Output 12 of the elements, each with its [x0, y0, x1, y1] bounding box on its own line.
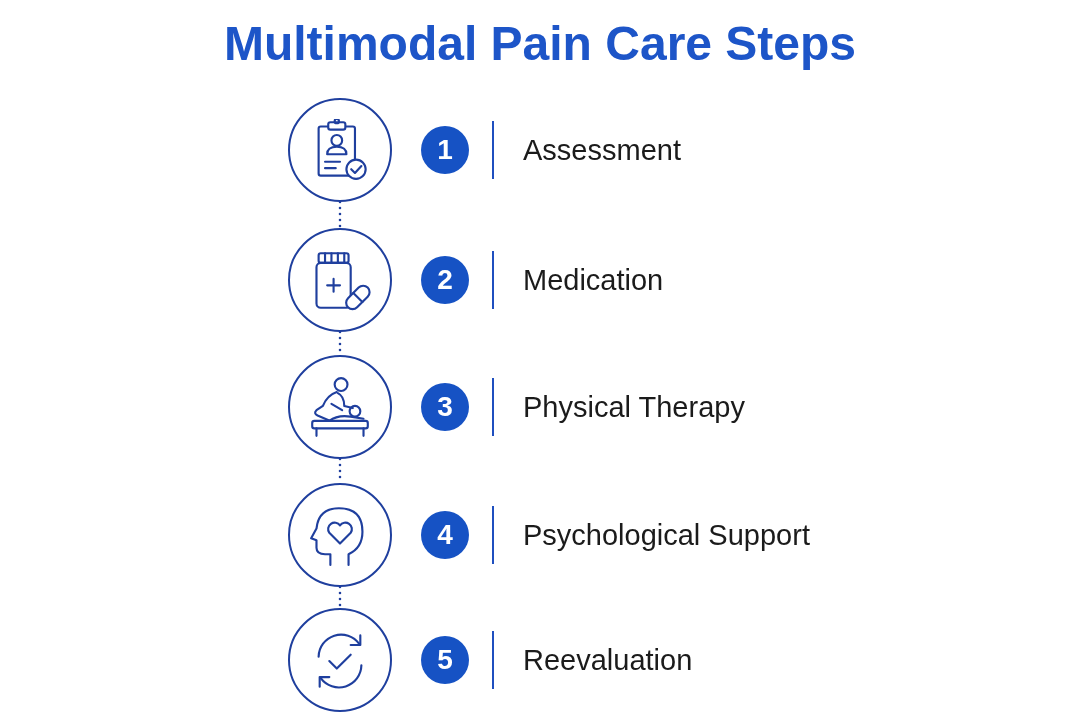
- step-title: Assessment: [523, 133, 681, 168]
- step-title: Medication: [523, 263, 664, 298]
- step-title: Psychological Support: [523, 518, 810, 553]
- step-number-badge: 3: [421, 383, 469, 431]
- step-number-badge: 4: [421, 511, 469, 559]
- step-title: Physical Therapy: [523, 390, 745, 425]
- step-number-badge: 1: [421, 126, 469, 174]
- step-number-badge: 2: [421, 256, 469, 304]
- title: Multimodal Pain Care Steps: [223, 16, 857, 72]
- step-title: Reevaluation: [523, 643, 693, 678]
- step-number-badge: 5: [421, 636, 469, 684]
- dotted-connector: [338, 200, 342, 230]
